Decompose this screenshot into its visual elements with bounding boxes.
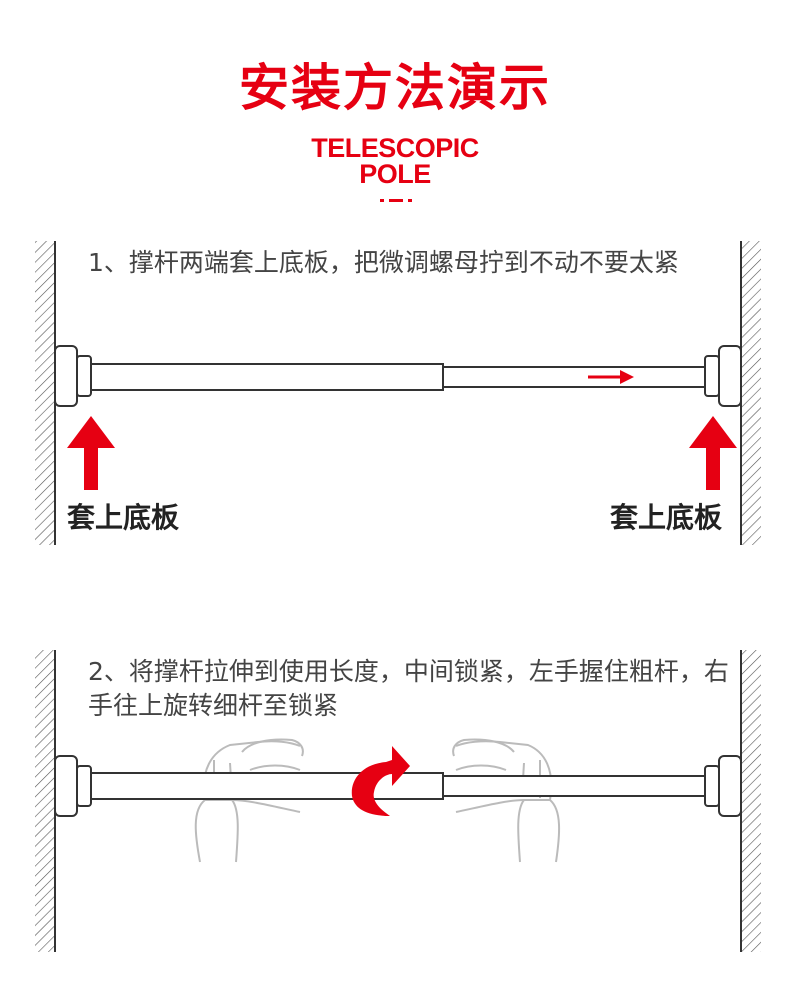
subtitle-line-1: TELESCOPIC bbox=[311, 133, 479, 163]
arrow-up-icon bbox=[689, 416, 737, 490]
hand-icon bbox=[452, 738, 561, 863]
hand-icon bbox=[194, 738, 304, 863]
page-title: 安装方法演示 bbox=[239, 59, 551, 117]
divider-dots bbox=[380, 199, 412, 203]
arrow-up-icon bbox=[67, 416, 115, 490]
telescopic-pole-1 bbox=[54, 345, 742, 407]
step-1-instruction: 1、撑杆两端套上底板，把微调螺母拧到不动不要太紧 bbox=[88, 248, 679, 277]
telescopic-pole-2 bbox=[54, 755, 742, 817]
wall-right-1 bbox=[740, 241, 761, 545]
wall-left-2 bbox=[35, 650, 56, 952]
subtitle: TELESCOPIC POLE bbox=[0, 133, 790, 189]
label-right-base-plate: 套上底板 bbox=[610, 501, 723, 534]
arrow-right-icon bbox=[588, 370, 634, 384]
label-left-base-plate: 套上底板 bbox=[67, 501, 180, 534]
step-2-instruction: 2、将撑杆拉伸到使用长度，中间锁紧，左手握住粗杆，右手往上旋转细杆至锁紧 bbox=[88, 657, 729, 720]
wall-left-1 bbox=[35, 241, 56, 545]
subtitle-line-2: POLE bbox=[359, 159, 431, 189]
rotate-arrow-icon bbox=[351, 746, 410, 816]
